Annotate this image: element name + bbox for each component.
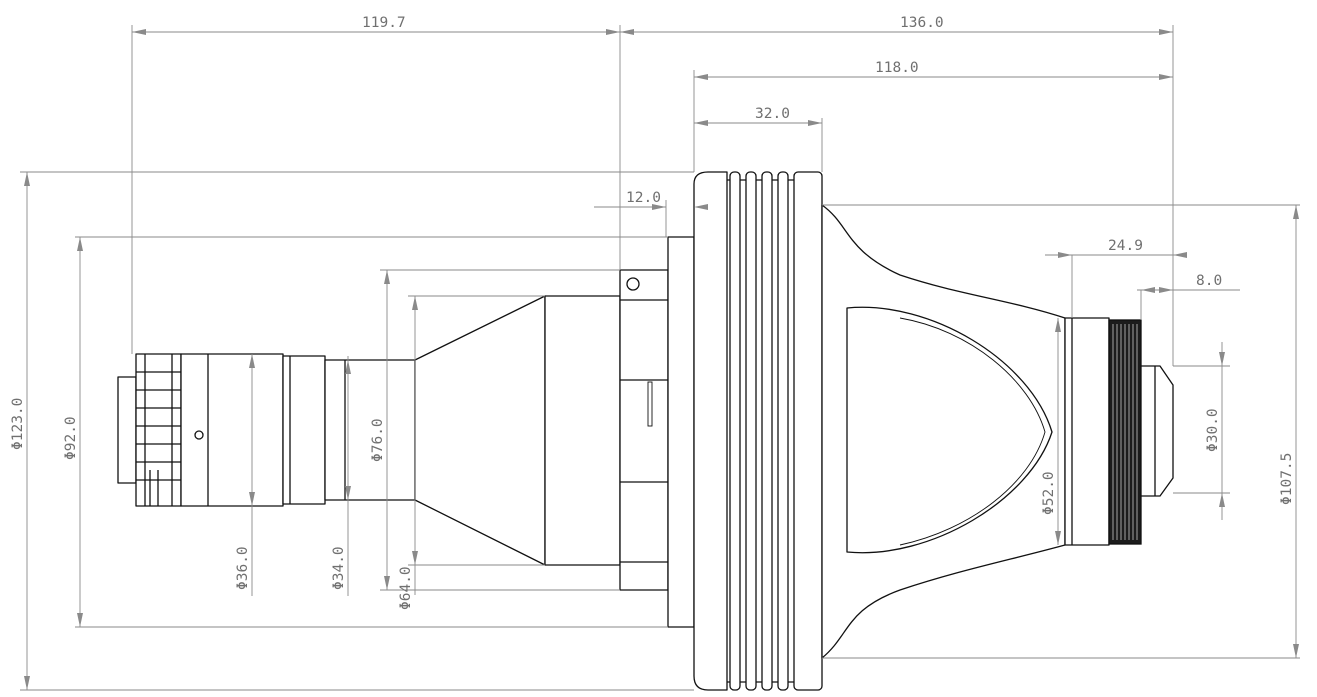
dim-dia-front-cone: Φ76.0 bbox=[370, 418, 386, 462]
dim-dia-rear-tip: Φ30.0 bbox=[1205, 408, 1221, 452]
rear-tip bbox=[1140, 365, 1174, 497]
front-tube bbox=[324, 359, 416, 501]
dim-flange: 12.0 bbox=[626, 190, 661, 206]
front-ring bbox=[180, 353, 284, 507]
front-cone bbox=[414, 295, 546, 566]
flange bbox=[667, 236, 695, 628]
mount-screw-icon bbox=[626, 277, 640, 291]
cooling-fins bbox=[693, 171, 823, 691]
mount-block bbox=[619, 269, 669, 591]
dimension-lines bbox=[20, 25, 1300, 691]
dim-dia-front-small: Φ64.0 bbox=[398, 566, 414, 610]
dim-dia-front-barrel: Φ34.0 bbox=[331, 546, 347, 590]
dim-dia-flange: Φ92.0 bbox=[63, 416, 79, 460]
lens-body bbox=[117, 171, 1174, 691]
front-grip-ring bbox=[117, 353, 182, 507]
front-cone-body bbox=[544, 295, 621, 566]
dim-body-length: 118.0 bbox=[875, 60, 919, 76]
dimension-labels: 119.7 136.0 118.0 32.0 12.0 24.9 8.0 Φ12… bbox=[10, 15, 1295, 610]
dim-overall-left: 119.7 bbox=[362, 15, 406, 31]
dim-dia-front-ring: Φ36.0 bbox=[235, 546, 251, 590]
dim-overall-right: 136.0 bbox=[900, 15, 944, 31]
front-barrel bbox=[282, 355, 326, 505]
set-screw-icon bbox=[194, 430, 204, 440]
dim-fin-section: 32.0 bbox=[755, 106, 790, 122]
rear-cone-window bbox=[846, 306, 1053, 554]
dim-rear-sleeve: 24.9 bbox=[1108, 238, 1143, 254]
rear-cone bbox=[821, 204, 1066, 659]
dim-dia-rear-sleeve: Φ52.0 bbox=[1041, 471, 1057, 515]
dim-dia-rear-cone: Φ107.5 bbox=[1279, 453, 1295, 505]
dim-rear-tip: 8.0 bbox=[1196, 273, 1222, 289]
dim-dia-fins: Φ123.0 bbox=[10, 398, 26, 450]
